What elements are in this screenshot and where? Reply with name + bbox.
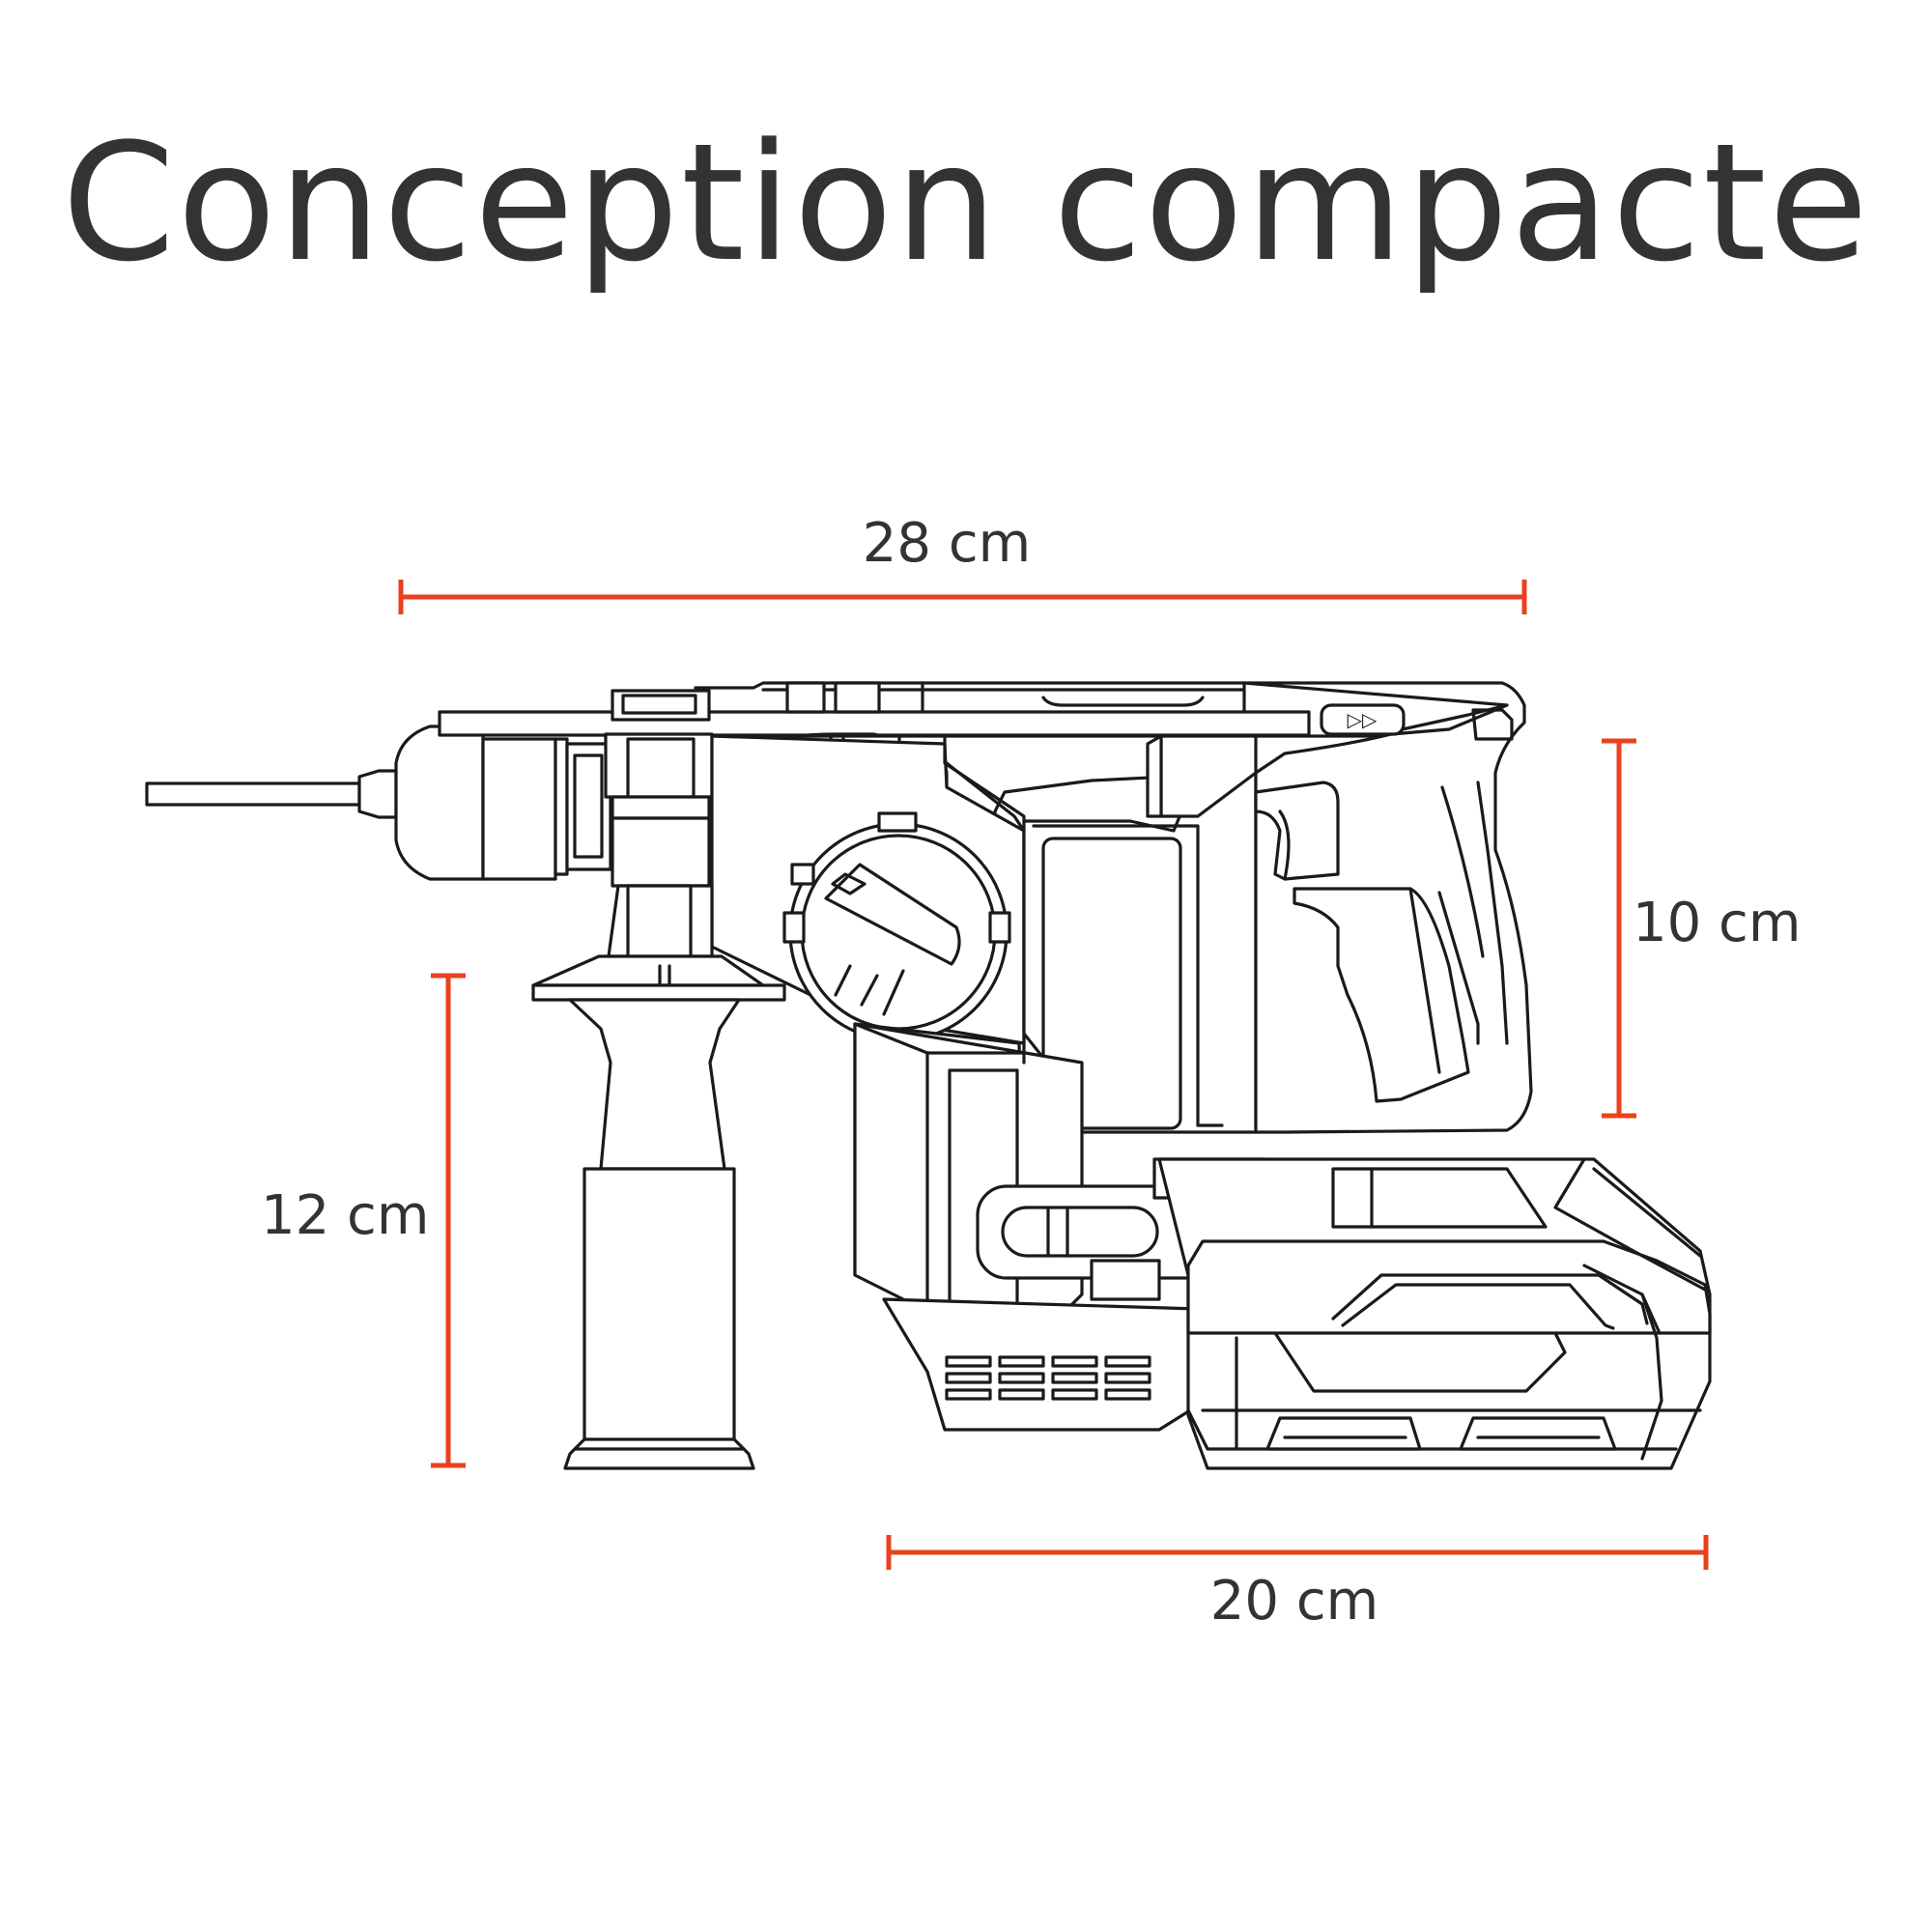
handle-height-label: 12 cm [261,1184,430,1247]
grip [1293,887,1470,1103]
page-title: Conception compacte [61,108,1871,298]
overall-length-label: 28 cm [862,512,1032,575]
battery-contacts [1265,1416,1617,1451]
top-rail [438,710,1311,737]
body-height-label: 10 cm [1633,892,1802,954]
vent-slots [945,1355,1151,1401]
bit-taper [357,769,398,819]
mode-switch-button [1320,703,1406,736]
rotary-hammer-drill-icon: ▷▷ [145,681,1712,1470]
base-length-label: 20 cm [1209,1570,1379,1633]
mode-dial [782,811,1011,1042]
dimension-line-overall-length [398,580,1527,614]
chuck [394,724,485,881]
side-handle-grip [582,1167,736,1451]
dimension-line-body-height [1602,738,1636,1119]
drill-bit [145,781,361,807]
dimension-line-handle-height [431,973,466,1468]
side-window [1041,837,1182,1130]
dimension-line-base-length [886,1535,1709,1570]
mode-switch-icon: ▷▷ [1348,708,1378,731]
side-handle [531,884,786,1470]
battery-top-cover [1186,1239,1712,1335]
chuck-collar [481,737,557,881]
